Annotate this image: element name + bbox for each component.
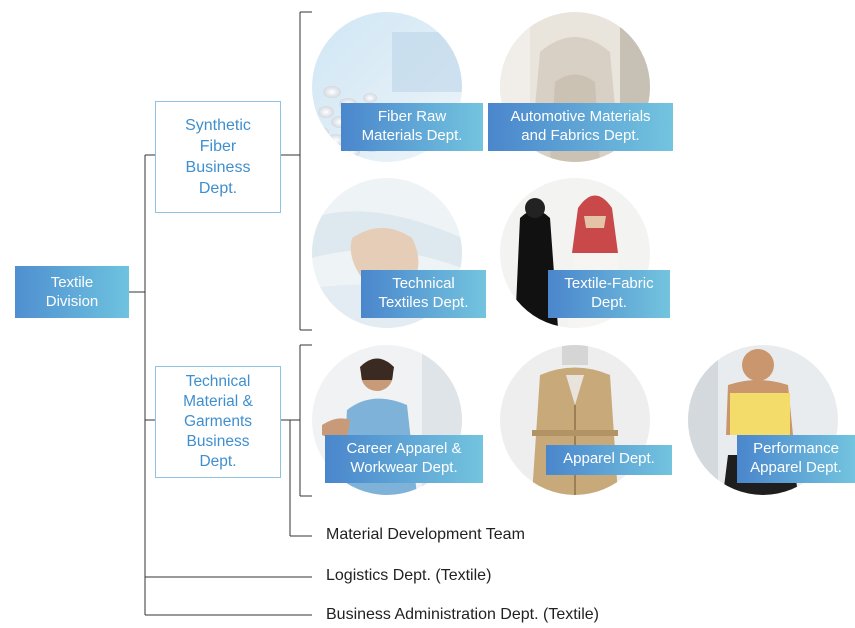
textile-division-box: Textile Division: [15, 266, 129, 318]
dept-label-textile-fabric: Textile-Fabric Dept.: [548, 270, 670, 318]
dept-label-fiber-raw-materials: Fiber Raw Materials Dept.: [341, 103, 483, 151]
textile-division-label: Textile Division: [45, 274, 99, 310]
dept-label-performance-apparel: Performance Apparel Dept.: [737, 435, 855, 483]
synthetic-fiber-division-box: Synthetic Fiber Business Dept.: [155, 101, 281, 213]
logistics-dept: Logistics Dept. (Textile): [326, 567, 492, 584]
dept-label-technical-textiles: Technical Textiles Dept.: [361, 270, 486, 318]
material-development-team: Material Development Team: [326, 526, 525, 543]
dept-label-career-apparel: Career Apparel & Workwear Dept.: [325, 435, 483, 483]
dept-label-automotive-materials: Automotive Materials and Fabrics Dept.: [488, 103, 673, 151]
technical-material-division-label: Technical Material & Garments Business D…: [183, 373, 253, 470]
dept-label-apparel: Apparel Dept.: [546, 445, 672, 475]
business-administration-dept: Business Administration Dept. (Textile): [326, 606, 599, 623]
synthetic-fiber-division-label: Synthetic Fiber Business Dept.: [185, 117, 251, 197]
technical-material-division-box: Technical Material & Garments Business D…: [155, 366, 281, 478]
